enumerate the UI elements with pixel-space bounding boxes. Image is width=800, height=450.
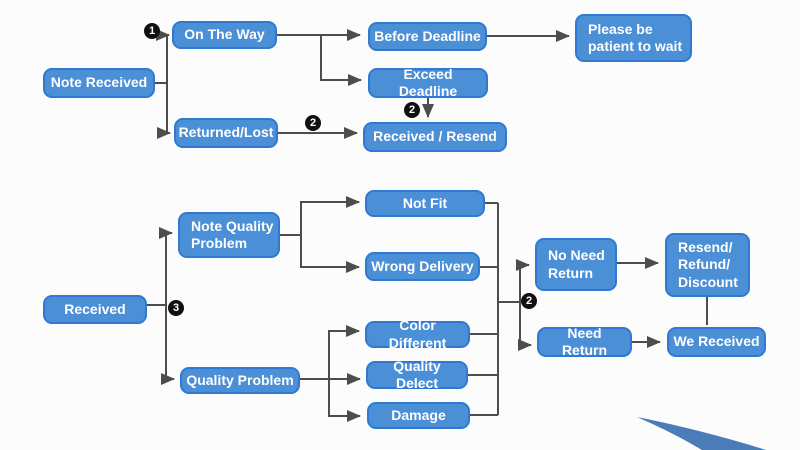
flow-node-please-be-patient: Please be patient to wait: [575, 14, 692, 62]
flow-node-received-resend: Received / Resend: [363, 122, 507, 152]
flow-node-before-deadline: Before Deadline: [368, 22, 487, 51]
flow-node-note-quality-problem: Note Quality Problem: [178, 212, 280, 258]
step-badge-2-returned: 2: [305, 115, 321, 131]
flow-node-note-received: Note Received: [43, 68, 155, 98]
flow-node-quality-delect: Quality Delect: [366, 358, 468, 391]
step-badge-1: 1: [144, 23, 160, 39]
flow-node-damage: Damage: [367, 402, 470, 429]
step-badge-3: 3: [168, 300, 184, 316]
flow-node-exceed-deadline: Exceed Deadline: [368, 66, 488, 99]
swoosh-logo-decoration: [637, 417, 766, 450]
flow-node-returned-lost: Returned/Lost: [174, 118, 278, 148]
flow-node-no-need-return: No Need Return: [535, 238, 617, 291]
flow-node-resend-refund-discount: Resend/ Refund/ Discount: [665, 233, 750, 297]
flow-node-color-different: Color Different: [365, 317, 470, 351]
flow-node-need-return: Need Return: [537, 325, 632, 358]
step-badge-2-exceed: 2: [404, 102, 420, 118]
flow-node-we-received: We Received: [667, 327, 766, 357]
flow-node-quality-problem: Quality Problem: [180, 367, 300, 394]
flow-node-received: Received: [43, 295, 147, 324]
flow-node-wrong-delivery: Wrong Delivery: [365, 252, 480, 281]
flow-node-on-the-way: On The Way: [172, 21, 277, 49]
step-badge-2-return-split: 2: [521, 293, 537, 309]
flow-node-not-fit: Not Fit: [365, 190, 485, 217]
